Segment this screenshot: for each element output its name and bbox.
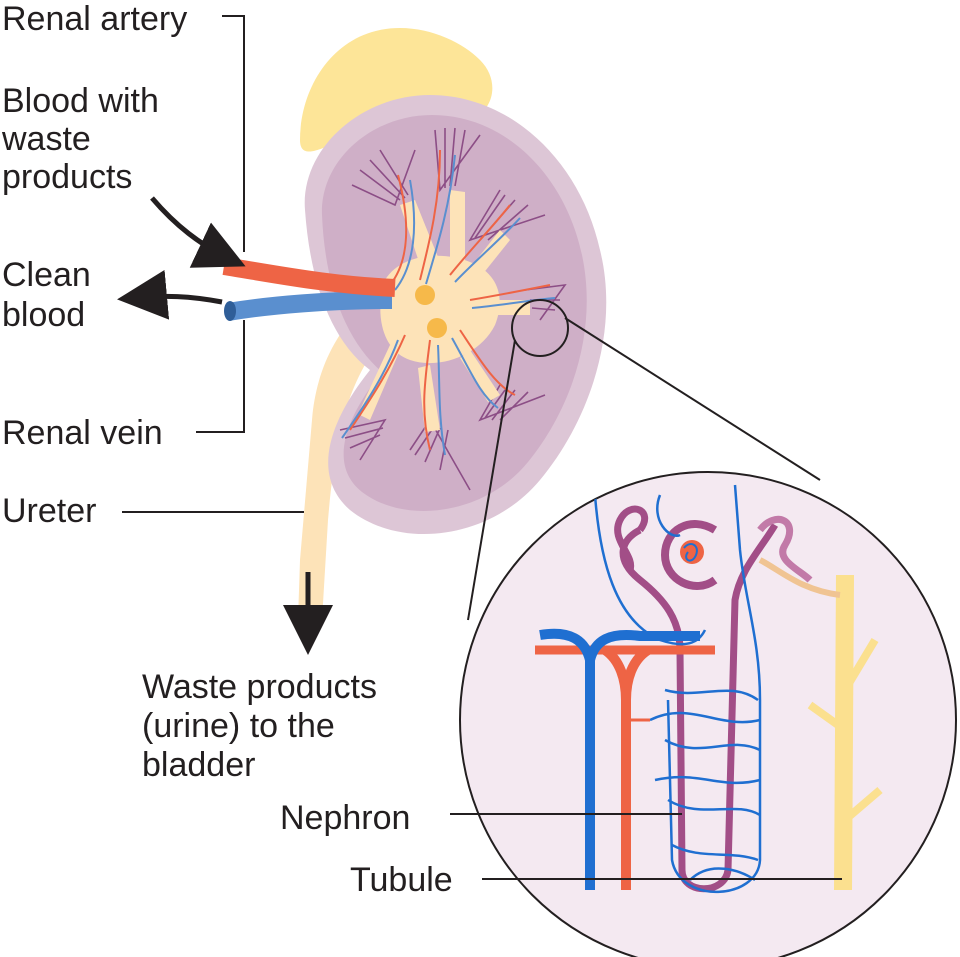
collecting-duct bbox=[834, 574, 854, 891]
label-renal-vein: Renal vein bbox=[2, 414, 163, 452]
collecting-duct-branch bbox=[841, 637, 879, 693]
pelvis-dot bbox=[415, 285, 435, 305]
kidney-arteries bbox=[349, 149, 551, 451]
zoom-connector bbox=[467, 339, 516, 621]
label-waste-urine-line3: bladder bbox=[142, 746, 255, 784]
arrow-clean-blood-out bbox=[117, 269, 223, 320]
label-waste-urine-line1: Waste products bbox=[142, 668, 377, 706]
arrow-blood-in bbox=[150, 196, 246, 268]
zoom-source-circle bbox=[511, 299, 569, 357]
leader-renal-vein bbox=[196, 320, 245, 433]
zoom-connector bbox=[564, 317, 821, 481]
label-blood-waste-line1: Blood with bbox=[2, 82, 159, 120]
renal-vein-vessel bbox=[226, 291, 393, 321]
label-clean-blood-line2: blood bbox=[2, 296, 85, 334]
distal-tubule bbox=[757, 515, 813, 583]
label-renal-artery: Renal artery bbox=[2, 0, 187, 38]
label-waste-urine-line2: (urine) to the bbox=[142, 707, 335, 745]
renal-artery-vessel bbox=[222, 257, 396, 297]
collecting-duct-branch bbox=[807, 701, 848, 734]
proximal-tubule bbox=[614, 505, 649, 572]
inset-circle bbox=[459, 471, 957, 957]
label-nephron: Nephron bbox=[280, 799, 410, 837]
label-clean-blood-line1: Clean bbox=[2, 256, 91, 294]
nephron-inset bbox=[535, 484, 883, 894]
artery-descending-left bbox=[621, 645, 651, 701]
label-blood-waste-line2: waste bbox=[1, 120, 91, 158]
label-tubule: Tubule bbox=[350, 861, 453, 899]
renal-vein-opening bbox=[224, 301, 236, 321]
label-blood-waste-line3: products bbox=[2, 158, 132, 196]
ureter bbox=[298, 310, 390, 620]
glomerulus-capillaries bbox=[683, 543, 698, 562]
label-ureter: Ureter bbox=[2, 492, 96, 530]
renal-pelvis bbox=[380, 255, 500, 364]
bowman-capsule bbox=[660, 520, 718, 590]
venule-blue-right bbox=[585, 630, 700, 662]
collecting-duct-branch bbox=[842, 786, 883, 824]
duct-connector bbox=[758, 557, 841, 598]
kidney-veins bbox=[341, 154, 556, 456]
leader-renal-artery bbox=[222, 15, 245, 252]
pelvis-dot bbox=[427, 318, 447, 338]
